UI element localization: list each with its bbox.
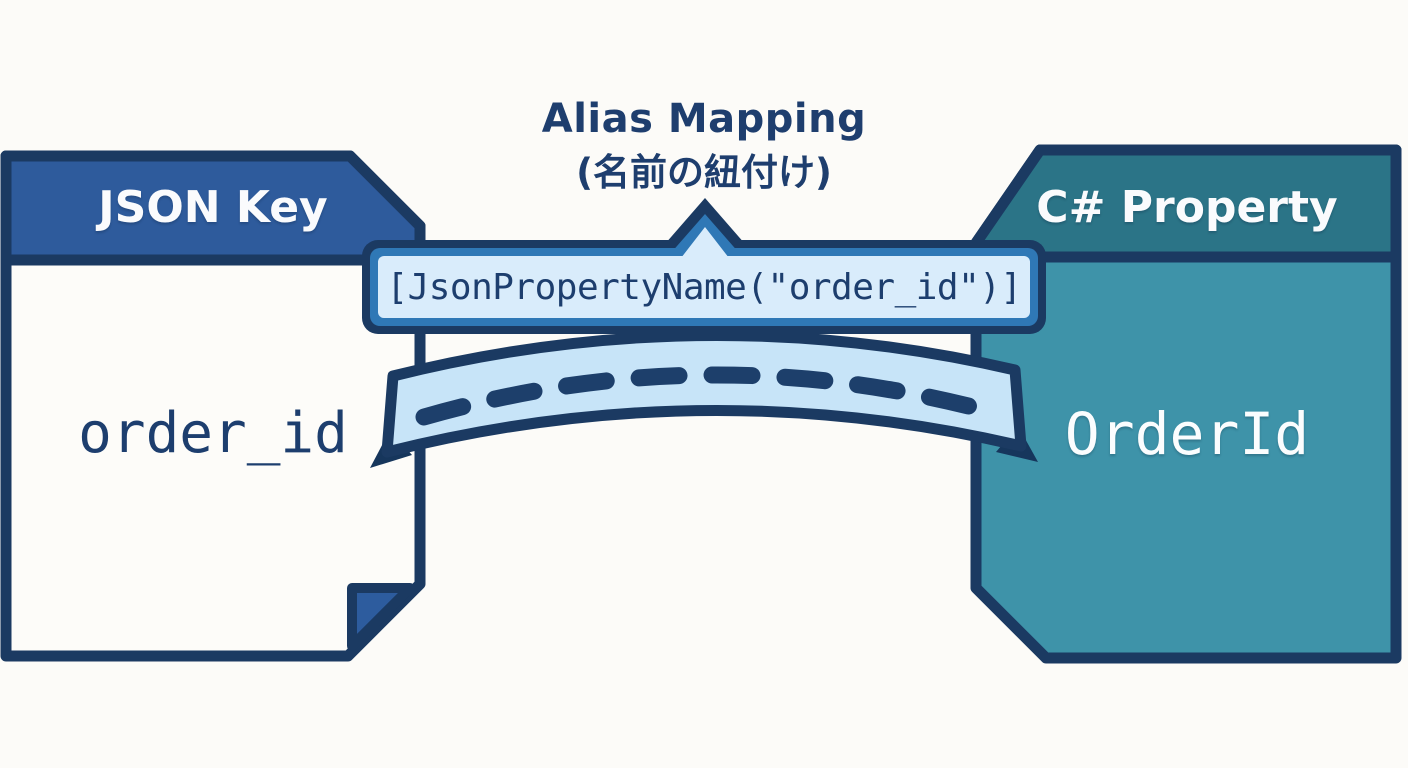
csharp-property-header-label: C# Property bbox=[1036, 182, 1338, 233]
attribute-badge-shape bbox=[362, 198, 1046, 334]
mapping-arc-connector bbox=[370, 329, 1038, 468]
json-key-value: order_id bbox=[78, 401, 348, 466]
csharp-property-value: OrderId bbox=[1064, 400, 1310, 468]
badge-pointer-fill bbox=[681, 227, 729, 258]
diagram-title: Alias Mapping bbox=[541, 96, 867, 142]
ribbon-band bbox=[381, 329, 1027, 458]
json-file-folded-corner bbox=[347, 583, 415, 651]
json-property-name-attribute-code: [JsonPropertyName("order_id")] bbox=[386, 267, 1022, 308]
badge-fill bbox=[378, 256, 1030, 318]
ribbon-dashed-line bbox=[415, 366, 997, 426]
csharp-panel-header-band bbox=[970, 144, 1402, 263]
json-file-shape bbox=[0, 150, 426, 662]
json-key-header-label: JSON Key bbox=[98, 182, 328, 233]
diagram-subtitle-japanese: (名前の紐付け) bbox=[576, 151, 832, 194]
